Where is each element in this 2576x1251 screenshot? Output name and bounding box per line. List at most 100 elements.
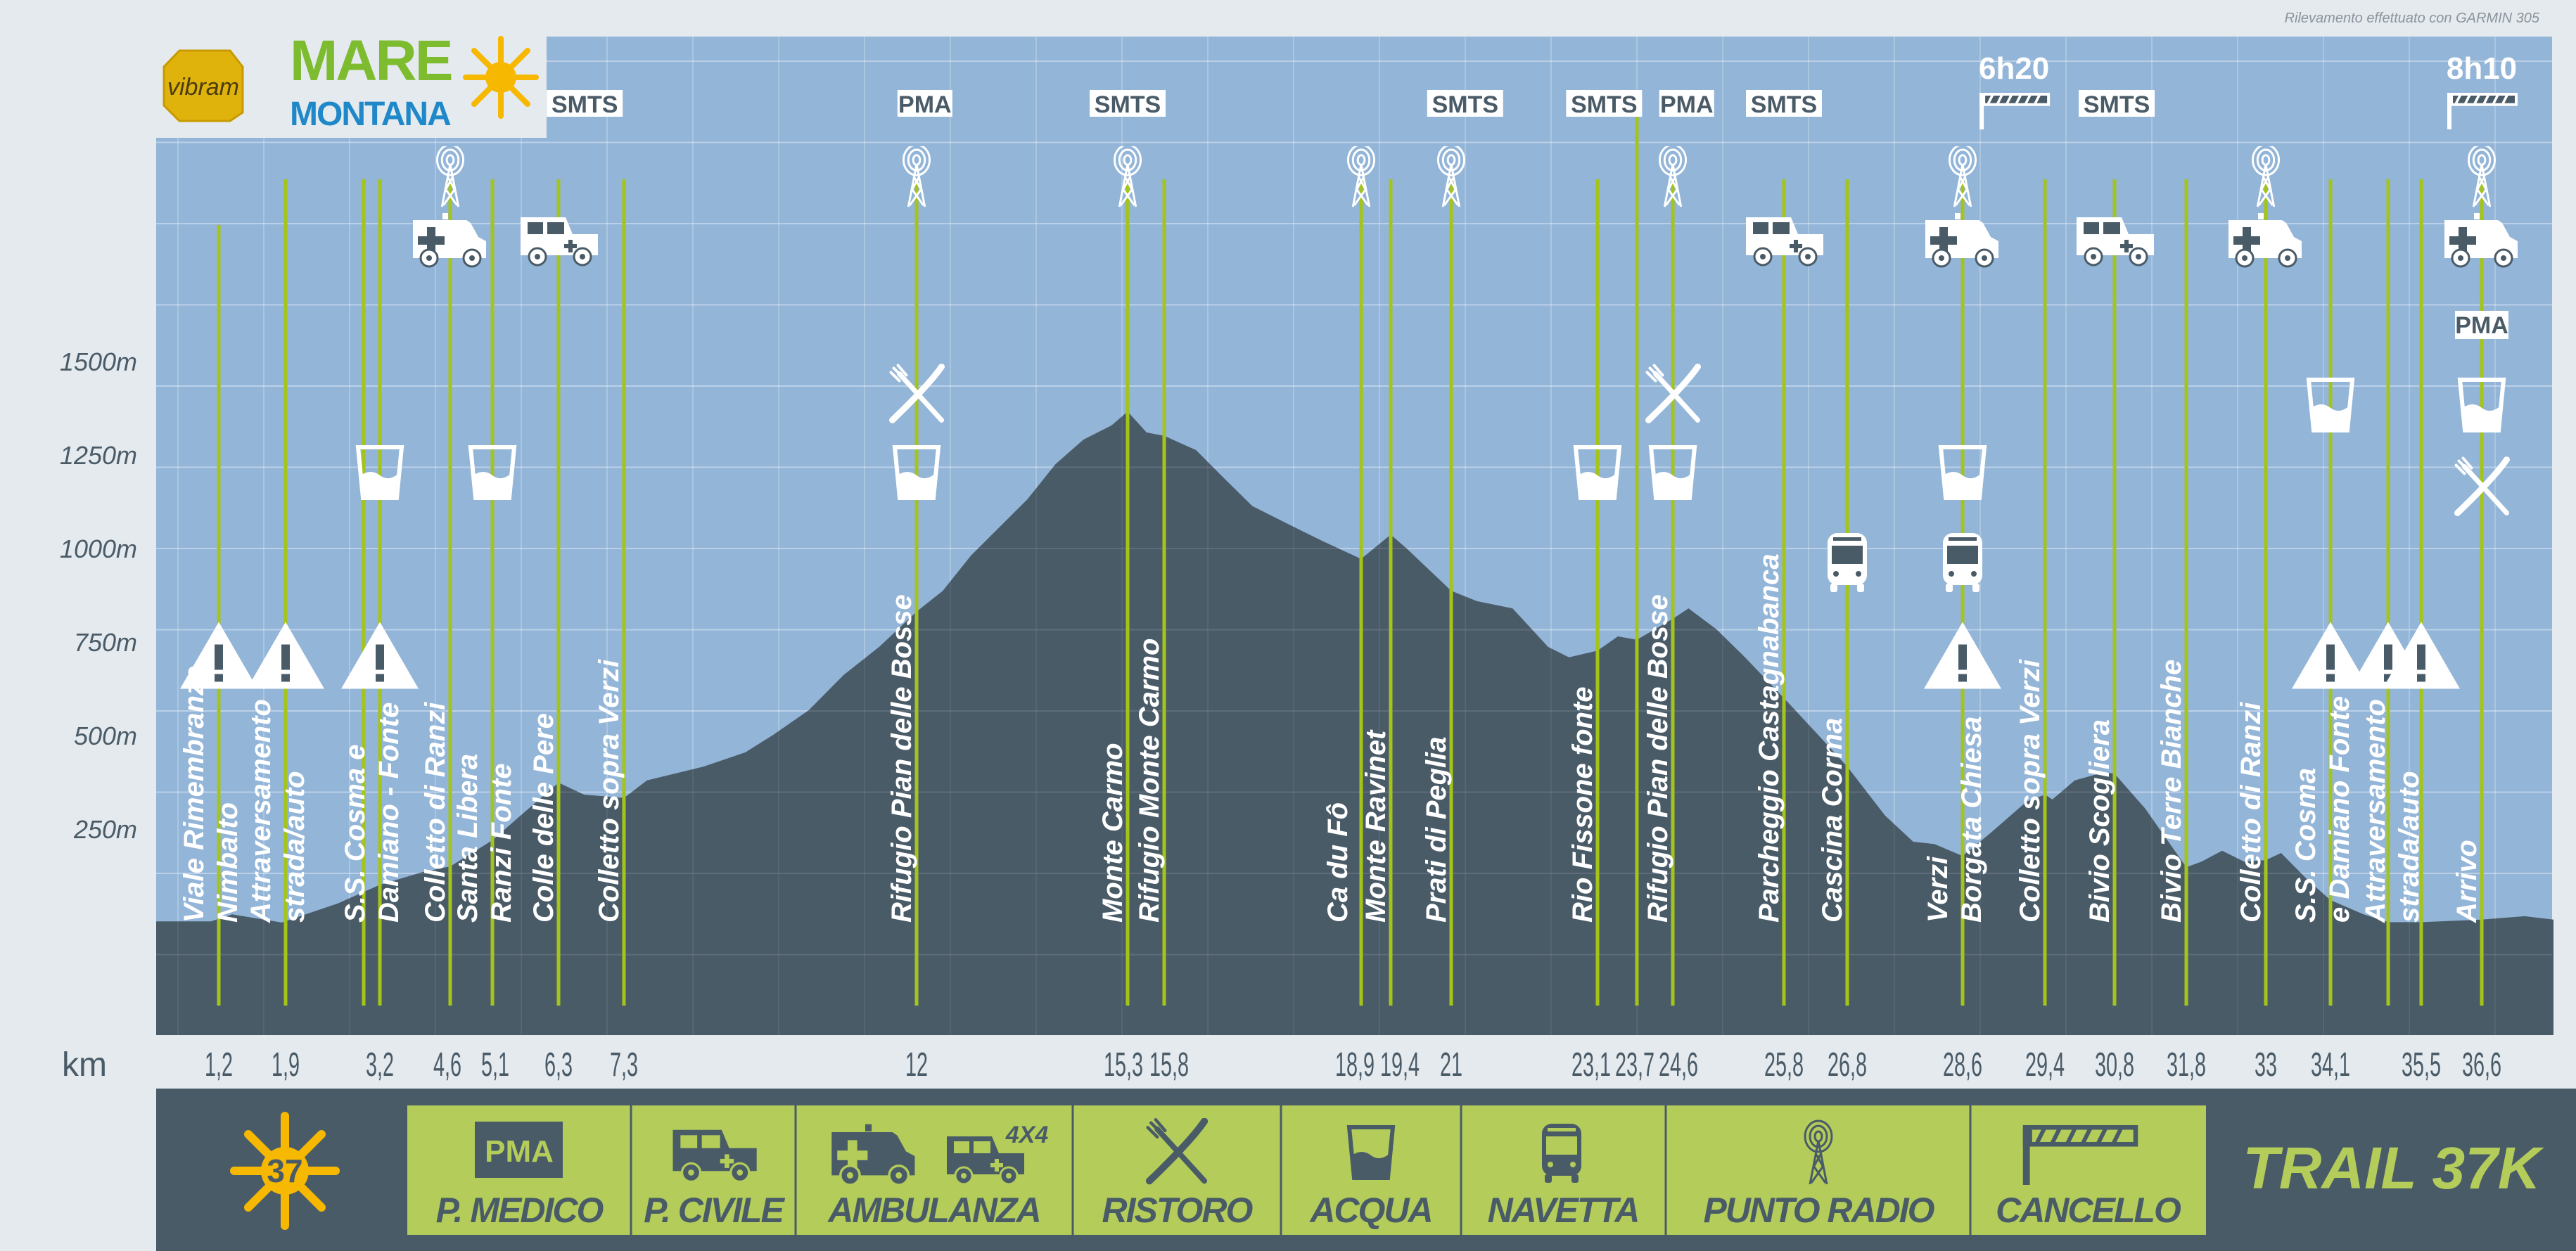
km-tick-label: 24,6 <box>1659 1046 1698 1084</box>
km-tick-label: 15,8 <box>1149 1046 1189 1084</box>
smts-label: SMTS <box>1432 91 1498 118</box>
smts-box <box>1566 90 1643 117</box>
y-tick-label: 750m <box>74 628 137 657</box>
smts-box <box>1746 90 1822 117</box>
km-tick: 25,8 <box>1764 1046 1804 1084</box>
waypoint-label: Santa Libera <box>452 754 483 923</box>
pma-label: PMA <box>1660 91 1714 118</box>
km-tick: 15,8 <box>1149 1046 1189 1084</box>
km-tick-label: 15,3 <box>1104 1046 1143 1084</box>
km-tick: 4,6 <box>433 1046 461 1084</box>
waypoint-label: strada/auto <box>279 771 310 923</box>
pma-box-icon <box>475 1122 563 1178</box>
waypoint-label: Attraversamento <box>246 699 276 923</box>
waypoint-label: Bivio Terre Bianche <box>2156 660 2187 923</box>
waypoint-label: Monte Carmo <box>1097 743 1128 923</box>
sky-background-top <box>547 37 2552 142</box>
waypoint-label: Parcheggio Castagnabanca <box>1754 553 1785 923</box>
waypoint-label: strada/auto <box>2394 771 2425 923</box>
four-by-four-label: 4X4 <box>1005 1122 1049 1148</box>
km-tick: 19,4 <box>1380 1046 1420 1084</box>
smts-label: SMTS <box>551 91 618 118</box>
legend-badge-number: 37 <box>267 1153 302 1189</box>
y-tick-label: 500m <box>74 721 137 750</box>
trail-name: TRAIL 37K <box>2243 1135 2544 1201</box>
legend-item-medico: PMA P. MEDICO <box>436 1122 605 1230</box>
smts-label: SMTS <box>1095 91 1161 118</box>
logo-title-bottom: MONTANA <box>290 96 451 133</box>
legend-item-radio: PUNTO RADIO <box>1703 1120 1937 1230</box>
km-tick: 6,3 <box>544 1046 573 1084</box>
sun-snowflake-icon <box>463 36 539 119</box>
km-tick-label: 34,1 <box>2311 1046 2350 1084</box>
legend-item-civile: P. CIVILE <box>644 1129 787 1230</box>
km-tick: 26,8 <box>1828 1046 1867 1084</box>
km-tick: 18,9 <box>1335 1046 1375 1084</box>
km-tick: 1,9 <box>272 1046 300 1084</box>
legend-label: P. MEDICO <box>436 1191 604 1230</box>
waypoint-label: Nimbalto <box>212 802 243 923</box>
km-tick: 30,8 <box>2095 1046 2134 1084</box>
pma-box-text: PMA <box>2455 312 2508 339</box>
legend-item-acqua: ACQUA <box>1308 1127 1434 1230</box>
waypoint-label: Viale Rimembranze <box>179 666 210 923</box>
pma-box <box>897 90 952 117</box>
smts-box <box>1090 90 1166 117</box>
elevation-profile-area <box>156 411 2553 1035</box>
waypoint-label: Colletto di Ranzi <box>2236 702 2266 923</box>
km-tick-label: 1,2 <box>205 1046 233 1084</box>
x-axis-unit: km <box>62 1046 107 1084</box>
km-tick: 34,1 <box>2311 1046 2350 1084</box>
legend-label: RISTORO <box>1102 1191 1254 1230</box>
km-tick-label: 21 <box>1440 1046 1462 1084</box>
y-tick-label: 1000m <box>60 534 137 563</box>
km-tick: 5,1 <box>481 1046 509 1084</box>
km-tick-label: 6,3 <box>544 1046 573 1084</box>
km-tick-label: 26,8 <box>1828 1046 1867 1084</box>
waypoint-label: Rio Fissone fonte <box>1567 686 1598 923</box>
y-axis: 1500m 1250m 1000m 750m 500m 250m <box>60 347 137 844</box>
km-tick-label: 5,1 <box>481 1046 509 1084</box>
km-tick: 31,8 <box>2167 1046 2206 1084</box>
smts-box <box>1427 90 1503 117</box>
vibram-text: vibram <box>167 74 239 101</box>
pma-box-icon <box>2455 311 2508 339</box>
km-tick-label: 28,6 <box>1943 1046 1982 1084</box>
km-tick-label: 7,3 <box>610 1046 638 1084</box>
km-tick: 21 <box>1440 1046 1462 1084</box>
km-tick: 23,7 <box>1615 1046 1654 1084</box>
y-tick-label: 250m <box>73 815 137 844</box>
km-tick: 3,2 <box>366 1046 394 1084</box>
km-tick-label: 35,5 <box>2402 1046 2441 1084</box>
km-tick-label: 23,7 <box>1615 1046 1654 1084</box>
y-tick-label: 1250m <box>60 441 137 470</box>
legend-item-cancello: CANCELLO <box>1996 1125 2183 1230</box>
km-tick-label: 23,1 <box>1571 1046 1611 1084</box>
smts-label: SMTS <box>1751 91 1817 118</box>
grid-lines-overlay <box>156 37 2552 1035</box>
km-tick-label: 31,8 <box>2167 1046 2206 1084</box>
legend: 37 PMA P. MEDICO P. CIVILE 4X4 AMBULANZA… <box>156 1089 2576 1251</box>
y-tick-label: 1500m <box>60 347 137 376</box>
km-tick: 7,3 <box>610 1046 638 1084</box>
cutoff-time: 8h10 <box>2447 51 2517 86</box>
km-tick: 29,4 <box>2025 1046 2065 1084</box>
waypoint-label: Monte Ravinet <box>1360 729 1391 923</box>
waypoint-label: Rifugio Monte Carmo <box>1134 639 1165 923</box>
bus-icon <box>1542 1124 1581 1183</box>
legend-label: NAVETTA <box>1488 1191 1639 1230</box>
km-tick: 1,2 <box>205 1046 233 1084</box>
waypoint-label: Ca du Fô <box>1322 802 1353 923</box>
waypoint-label: Rifugio Pian delle Bosse <box>886 594 917 923</box>
legend-item-ristoro: RISTORO <box>1102 1120 1255 1230</box>
legend-item-ambulanza: 4X4 AMBULANZA <box>827 1122 1048 1230</box>
km-tick-label: 29,4 <box>2025 1046 2065 1084</box>
smts-box <box>2079 90 2155 117</box>
legend-item-navetta: NAVETTA <box>1488 1124 1640 1230</box>
waypoint-lines <box>217 116 2484 1006</box>
waypoint-label: Rifugio Pian delle Bosse <box>1643 594 1673 923</box>
